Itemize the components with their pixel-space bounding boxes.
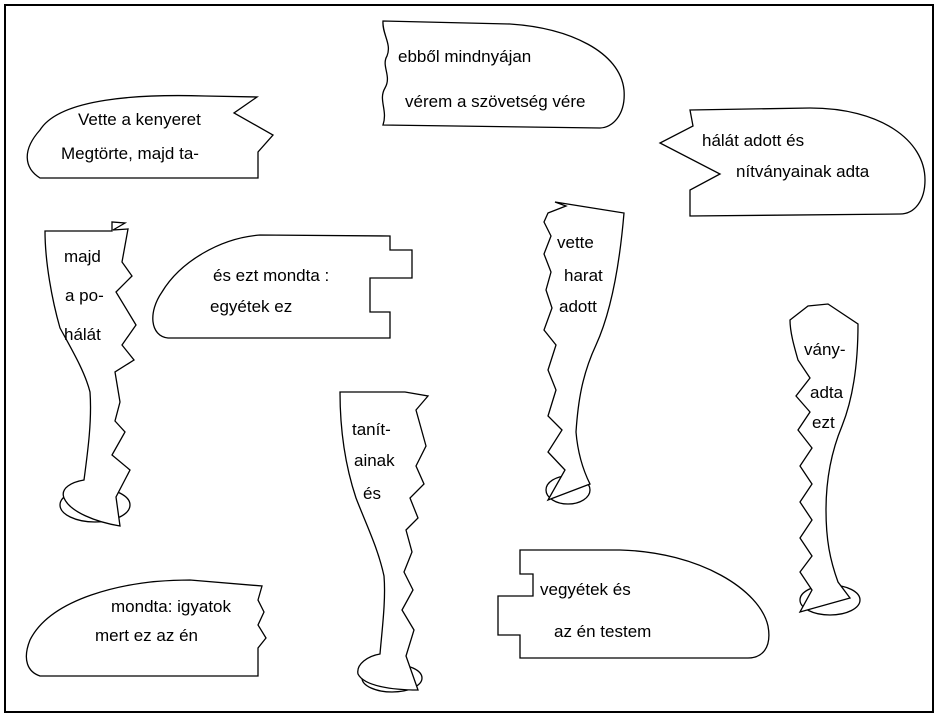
- bread-piece-shape-5: [25, 579, 267, 677]
- bread-piece-2-line-2[interactable]: vérem a szövetség vére: [405, 92, 586, 111]
- bread-piece-shape-6: [497, 549, 770, 659]
- cup-piece-shape-2: [543, 201, 625, 502]
- bread-piece-shape-3: [658, 107, 926, 217]
- cup-piece-4-line-3[interactable]: ezt: [812, 413, 835, 432]
- bread-piece-1-line-2[interactable]: Megtörte, majd ta-: [61, 144, 199, 163]
- cup-piece-4-line-2[interactable]: adta: [810, 383, 844, 402]
- cup-piece-1-line-3[interactable]: hálát: [64, 325, 101, 344]
- bread-piece-shape-2: [381, 20, 625, 129]
- bread-piece-shape-4: [152, 234, 413, 339]
- cup-piece-2-line-3[interactable]: adott: [559, 297, 597, 316]
- cup-piece-shape-4: [789, 303, 859, 614]
- bread-piece-shape-1: [26, 94, 275, 179]
- bread-piece-6-line-1[interactable]: vegyétek és: [540, 580, 631, 599]
- cup-piece-2-line-1[interactable]: vette: [557, 233, 594, 252]
- cup-piece-4-line-1[interactable]: vány-: [804, 340, 846, 359]
- bread-piece-5-line-1[interactable]: mondta: igyatok: [111, 597, 232, 616]
- bread-piece-3-line-2[interactable]: nítványainak adta: [736, 162, 870, 181]
- cup-piece-3-line-3[interactable]: és: [363, 484, 381, 503]
- cup-piece-2-line-2[interactable]: harat: [564, 266, 603, 285]
- cup-piece-1-line-1[interactable]: majd: [64, 247, 101, 266]
- cup-piece-3-line-2[interactable]: ainak: [354, 451, 395, 470]
- bread-piece-1-line-1[interactable]: Vette a kenyeret: [78, 110, 201, 129]
- cup-piece-3-line-1[interactable]: tanít-: [352, 420, 391, 439]
- cup-piece-shape-3: [339, 391, 430, 691]
- bread-piece-4-line-2[interactable]: egyétek ez: [210, 297, 293, 316]
- canvas-border: [4, 4, 934, 713]
- bread-piece-2-line-1[interactable]: ebből mindnyájan: [398, 47, 532, 66]
- cup-piece-shape-1: [44, 221, 137, 527]
- bread-piece-5-line-2[interactable]: mert ez az én: [95, 626, 198, 645]
- bread-piece-3-line-1[interactable]: hálát adott és: [702, 131, 805, 150]
- cup-piece-1-line-2[interactable]: a po-: [65, 286, 104, 305]
- bread-piece-6-line-2[interactable]: az én testem: [554, 622, 652, 641]
- bread-piece-4-line-1[interactable]: és ezt mondta :: [213, 266, 330, 285]
